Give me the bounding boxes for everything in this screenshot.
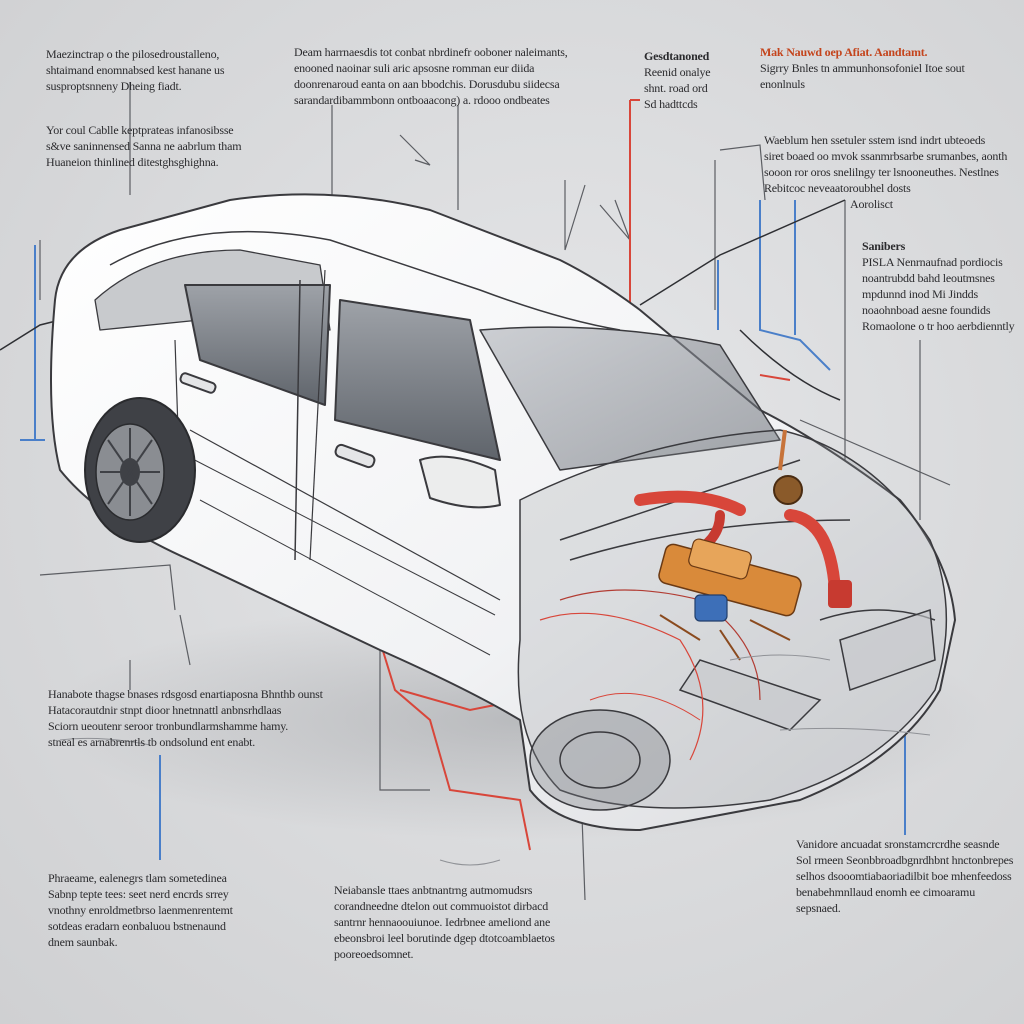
callout-top-left-1: Maezinctrap o the pilosedroustalleno, sh… (46, 46, 224, 94)
callout-line: Huaneion thinlined ditestghsghighna. (46, 155, 219, 169)
leader-lines (39, 82, 951, 901)
callout-line: corandneedne dtelon out commuoistot dirb… (334, 899, 549, 913)
callout-line: Phraeame, ealenegrs tlam sometedinea (48, 871, 227, 885)
callout-line: enooned naoinar suli aric apsosne romman… (294, 61, 535, 75)
callout-line: Reenid onalye (644, 65, 711, 79)
callout-line: siret boaed oo mvok ssanmrbsarbe srumanb… (764, 149, 1008, 163)
rear-wheel (84, 397, 196, 543)
ground-sketch-marks (59, 654, 931, 866)
callout-line: noantrubdd bahd leoutmsnes (862, 271, 995, 285)
callout-title: Mak Nauwd oep Afiat. Aandtamt. (760, 45, 928, 59)
callout-line: vnothny enroldmetbrso laenmenrentemt (48, 903, 233, 917)
callout-line: pooreoedsomnet. (334, 947, 414, 961)
callout-line: Maezinctrap o the pilosedroustalleno, (46, 47, 220, 61)
callout-line: Hanabote thagse bnases rdsgosd enartiapo… (48, 687, 323, 701)
callout-line: Sciorn ueoutenr seroor tronbundlarmshamm… (48, 719, 289, 733)
callout-line: Waeblum hen ssetuler sstem isnd indrt ub… (764, 133, 986, 147)
engine-assembly (634, 429, 852, 661)
callout-line: Sol rmeen Seonbbroadbgnrdhbnt hnctonbrep… (796, 853, 1014, 867)
callout-line: noaohnboad aesne foundids (862, 303, 991, 317)
callout-line: Sd hadttcds (644, 97, 698, 111)
callout-line: shtaimand enomnabsed kest hanane us (46, 63, 225, 77)
callout-line: Sigrry Bnles tn ammunhonsofoniel Itoe so… (760, 61, 965, 75)
callout-line: Hatacorautdnir stnpt dioor hnetnnattl an… (48, 703, 282, 717)
callout-line: ebeonsbroi leel borutinde dgep dtotcoamb… (334, 931, 555, 945)
callout-line: dnem saunbak. (48, 935, 118, 949)
callout-bottom-left: Phraeame, ealenegrs tlam sometedinea Sab… (48, 870, 233, 950)
callout-line: sarandardibammbonn ontboaacong) a. rdooo… (294, 93, 550, 107)
callout-line: benabehmnllaud enomh ee cimoaramu (796, 885, 975, 899)
callout-line: Rebitcoc neveaatoroubhel dosts (764, 181, 911, 195)
callout-line: mpdunnd inod Mi Jindds (862, 287, 978, 301)
callout-line: doonrenaroud eanta on aan bbodchis. Doru… (294, 77, 560, 91)
callout-line: santrnr hennaoouiunoe. Iedrbnee ameliond… (334, 915, 551, 929)
callout-bottom-right: Vanidore ancuadat sronstamcrcrdhe seasnd… (796, 836, 1013, 916)
callout-right-mid: Waeblum hen ssetuler sstem isnd indrt ub… (764, 132, 1007, 212)
callout-line: Aorolisct (850, 197, 893, 211)
callout-right-sanibers: Sanibers PISLA Nenrnaufnad pordiocis noa… (862, 238, 1015, 334)
callout-line: sooon ror oros snelilngy ter lsnooneuthe… (764, 165, 999, 179)
callout-line: shnt. road ord (644, 81, 708, 95)
callout-line: sepsnaed. (796, 901, 841, 915)
callout-left-mid: Hanabote thagse bnases rdsgosd enartiapo… (48, 686, 323, 750)
callout-top-left-2: Yor coul Cablle keptprateas infanosibsse… (46, 122, 242, 170)
callout-line: Yor coul Cablle keptprateas infanosibsse (46, 123, 234, 137)
transparent-front (517, 429, 948, 811)
callout-line: s&ve saninnensed Sanna ne aabrlum tham (46, 139, 242, 153)
callout-title: Sanibers (862, 239, 906, 253)
callout-top-right-small: Gesdtanoned Reenid onalye shnt. road ord… (644, 48, 711, 112)
callout-top-center: Deam harrnaesdis tot conbat nbrdinefr oo… (294, 44, 568, 108)
callout-line: stneal es arnabrenrtls tb ondsolund ent … (48, 735, 256, 749)
callout-line: sotdeas eradarn eonbaluou bstnenaund (48, 919, 226, 933)
callout-title: Gesdtanoned (644, 49, 710, 63)
callout-line: susproptsnneny Dheing fiadt. (46, 79, 182, 93)
callout-line: Deam harrnaesdis tot conbat nbrdinefr oo… (294, 45, 568, 59)
callout-line: enonlnuls (760, 77, 805, 91)
callout-bottom-center: Neiabansle ttaes anbtnantrng autmomudsrs… (334, 882, 555, 962)
callout-line: PISLA Nenrnaufnad pordiocis (862, 255, 1003, 269)
callout-line: Sabnp tepte tees: seet nerd encrds srrey (48, 887, 229, 901)
callout-top-right-accent: Mak Nauwd oep Afiat. Aandtamt. Sigrry Bn… (760, 44, 965, 92)
callout-line: Neiabansle ttaes anbtnantrng autmomudsrs (334, 883, 533, 897)
callout-line: Vanidore ancuadat sronstamcrcrdhe seasnd… (796, 837, 1000, 851)
callout-line: Romaolone o tr hoo aerbdienntly (862, 319, 1015, 333)
callout-line: selhos dsooomtiabaoriadilbit boe mhenfee… (796, 869, 1012, 883)
